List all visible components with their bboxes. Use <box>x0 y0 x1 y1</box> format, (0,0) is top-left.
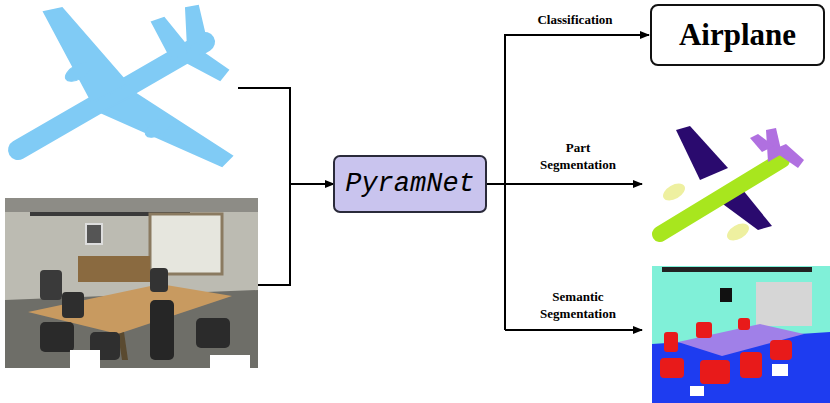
output-wires <box>505 184 642 330</box>
connector-arrow <box>487 35 649 184</box>
airplane-point-cloud <box>18 6 232 166</box>
task-label: Part Segmentation <box>530 139 626 173</box>
class-output-box: Airplane <box>650 4 825 66</box>
task-label: Classification <box>537 11 612 28</box>
box-text: PyramNet <box>345 169 475 199</box>
model-box: PyramNet <box>333 155 487 213</box>
input-wires <box>238 88 334 285</box>
part-segmentation-airplane <box>660 126 804 244</box>
room-scan <box>5 198 258 368</box>
task-label: Semantic Segmentation <box>530 288 626 322</box>
semantic-segmentation-room <box>652 266 830 403</box>
box-text: Airplane <box>679 17 796 53</box>
